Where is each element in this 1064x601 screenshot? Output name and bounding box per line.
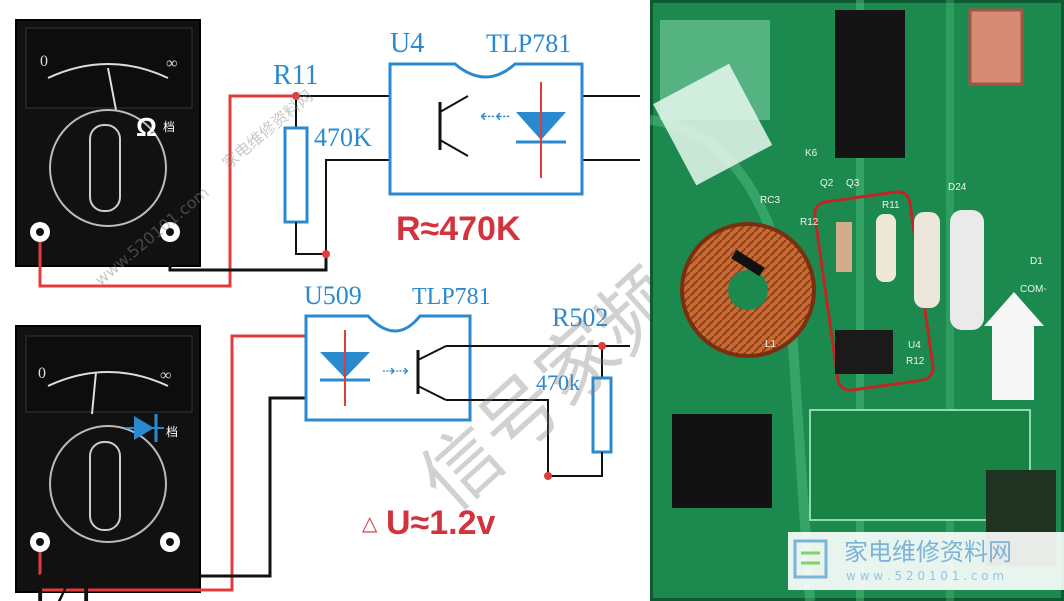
multimeter-top: 0 ∞ Ω 档 [15, 19, 201, 267]
meter-bottom-zero: 0 [38, 365, 46, 382]
silk-com: COM- [1020, 284, 1047, 295]
silk-r12b: R12 [906, 356, 925, 367]
r11-label: R11 [273, 60, 319, 91]
meter-top-infinity: ∞ [166, 55, 177, 72]
circuit-top: ⇠⇠ R11 470K U4 TLP781 R≈470K [38, 28, 640, 288]
top-measurement-result: R≈470K [396, 210, 521, 248]
delta-symbol: △ [362, 513, 378, 535]
silk-u4: U4 [908, 340, 921, 351]
meter-bottom-infinity: ∞ [160, 367, 171, 384]
diagram-panel: 0 ∞ Ω 档 ⇠⇠ R11 470K U4 TLP781 R≈470K [15, 1, 650, 601]
watermark-logo: 家电维修资料网 w w w . 5 2 0 1 0 1 . c o m [788, 532, 1064, 590]
u4-model: TLP781 [486, 29, 571, 58]
optocoupler-u509-body [304, 314, 472, 422]
logo-text-url: w w w . 5 2 0 1 0 1 . c o m [846, 569, 1004, 583]
meter-top-zero: 0 [40, 53, 48, 70]
silk-l1: L1 [765, 339, 777, 350]
silk-q2: Q2 [820, 178, 834, 189]
ohm-mode-label: Ω [136, 112, 157, 142]
optocoupler-u4-body [388, 62, 584, 196]
r502-value: 470k [536, 370, 580, 395]
r11-value: 470K [314, 123, 372, 152]
resistor-r11-symbol [283, 126, 309, 224]
svg-text:⇢⇢: ⇢⇢ [382, 363, 409, 380]
svg-text:⇠⇠: ⇠⇠ [480, 106, 510, 126]
page-number: 171 [28, 563, 97, 601]
circuit-bottom: ⇢⇢ U509 TLP781 R502 470k △ U≈1.2v [38, 281, 630, 592]
diode-mode-suffix: 档 [166, 425, 178, 439]
u4-label: U4 [390, 28, 424, 59]
u509-model: TLP781 [412, 284, 491, 310]
silk-d1: D1 [1030, 256, 1043, 267]
silk-k6: K6 [805, 148, 818, 159]
silk-rc3: RC3 [760, 195, 780, 206]
silk-q3: Q3 [846, 178, 860, 189]
bottom-measurement-result: U≈1.2v [386, 504, 495, 542]
ohm-mode-suffix: 档 [163, 120, 175, 134]
u509-label: U509 [304, 281, 362, 310]
r502-label: R502 [552, 303, 608, 332]
pcb-photo: RC3 R12 Q2 Q3 R11 D24 K6 L1 U4 R12 COM- … [650, 0, 1064, 601]
multimeter-bottom: 0 ∞ 档 [15, 325, 201, 593]
silk-d24: D24 [948, 182, 967, 193]
silk-r11: R11 [882, 200, 900, 211]
diode-mode-icon [126, 414, 164, 442]
silk-r12: R12 [800, 217, 819, 228]
logo-text-cn: 家电维修资料网 [844, 538, 1012, 566]
